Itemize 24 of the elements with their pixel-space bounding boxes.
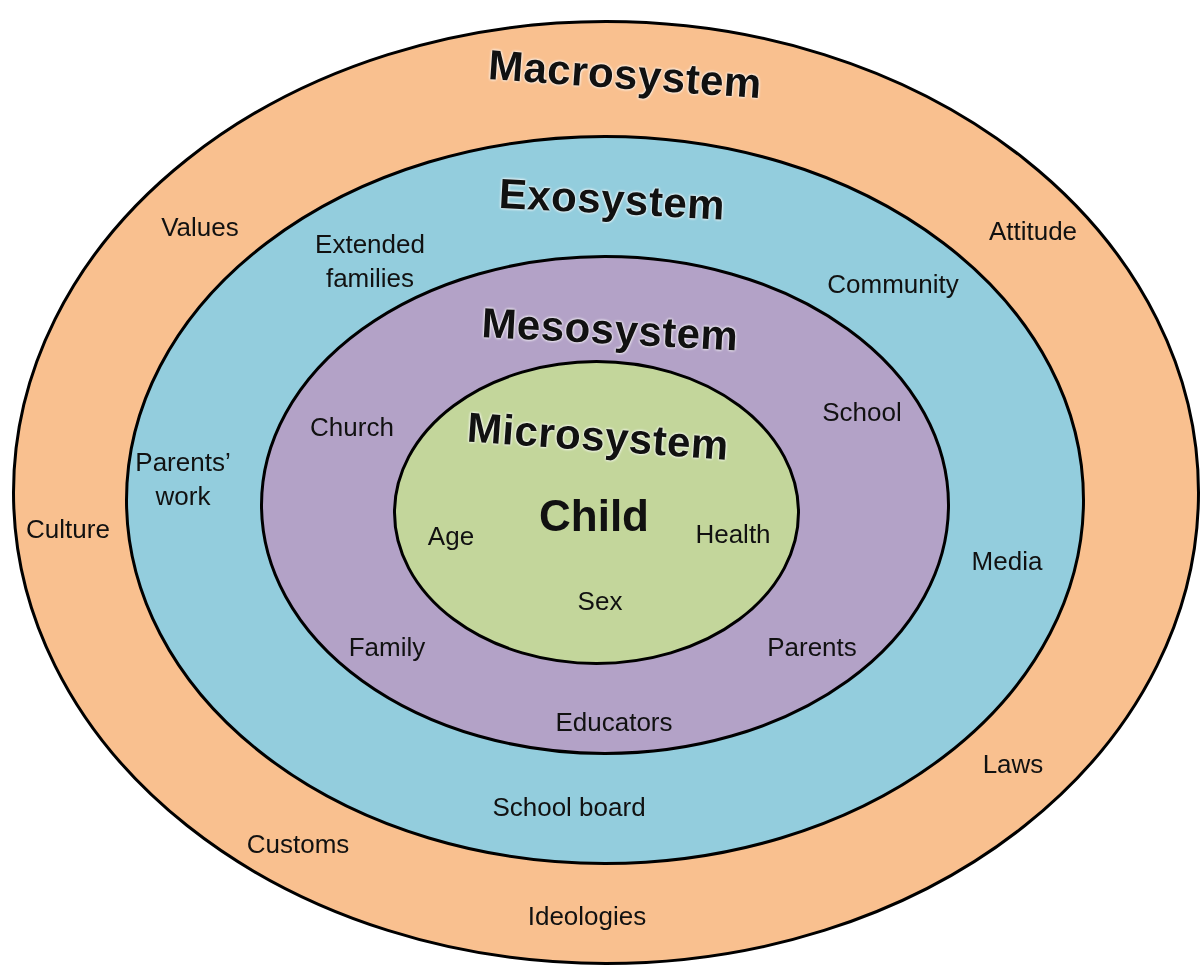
system-heading: Mesosystem xyxy=(480,298,740,362)
factor-label: Culture xyxy=(26,513,110,547)
factor-label: Educators xyxy=(555,706,673,740)
factor-label: Attitude xyxy=(988,215,1078,249)
system-heading: Microsystem xyxy=(465,402,731,471)
factor-label: Health xyxy=(695,518,771,552)
factor-label: Parents xyxy=(767,631,857,665)
factor-label: School xyxy=(822,396,902,430)
factor-label: School board xyxy=(492,791,646,825)
center-label: Child xyxy=(539,490,649,543)
factor-label: Ideologies xyxy=(527,900,647,934)
factor-label: Laws xyxy=(982,748,1044,782)
factor-label: Church xyxy=(310,411,394,445)
factor-label: Community xyxy=(827,268,959,302)
factor-label: Customs xyxy=(246,828,350,862)
system-heading: Macrosystem xyxy=(486,40,764,110)
factor-label: Values xyxy=(161,211,239,245)
factor-label: Parents’ work xyxy=(134,446,232,513)
factor-label: Sex xyxy=(577,585,623,619)
factor-label: Extended families xyxy=(314,228,426,295)
factor-label: Family xyxy=(348,631,426,665)
system-heading: Exosystem xyxy=(497,168,727,231)
factor-label: Age xyxy=(427,520,475,554)
factor-label: Media xyxy=(971,545,1043,579)
